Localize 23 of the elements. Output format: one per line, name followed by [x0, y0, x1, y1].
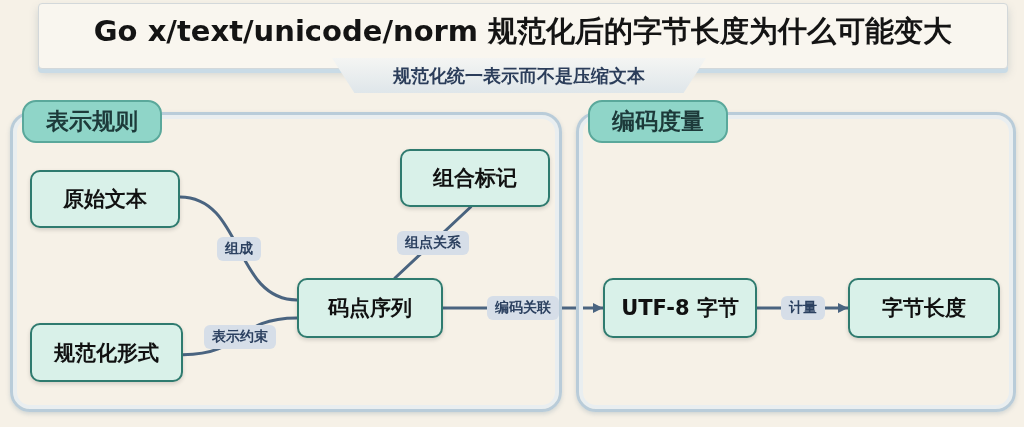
section-heading: 编码度量 [588, 100, 728, 143]
node-label: UTF-8 字节 [621, 295, 739, 322]
process-box [297, 278, 443, 338]
edge-label: 编码关联 [487, 296, 559, 320]
node-label: 规范化形式 [54, 339, 159, 367]
edge-label: 组点关系 [396, 230, 469, 255]
subtitle-ribbon: 规范化统一表示而不是压缩文本 [332, 58, 706, 93]
node-label: 原始文本 [63, 186, 147, 213]
process-box [400, 149, 550, 207]
node-label: 码点序列 [328, 295, 412, 322]
process-box [30, 323, 183, 382]
process-box [848, 278, 1000, 338]
panel [576, 100, 1016, 412]
node-label: 字节长度 [882, 295, 966, 322]
title: Go x/text/unicode/norm 规范化后的字节长度为什么可能变大 [93, 13, 953, 50]
section-heading: 表示规则 [22, 100, 162, 143]
edge-label: 组成 [216, 236, 261, 261]
node-label: 组合标记 [433, 165, 517, 192]
edge-label: 表示约束 [204, 324, 276, 349]
process-box [30, 170, 180, 228]
process-box [603, 278, 757, 338]
panel [10, 100, 562, 412]
edge-label: 计量 [780, 296, 825, 320]
